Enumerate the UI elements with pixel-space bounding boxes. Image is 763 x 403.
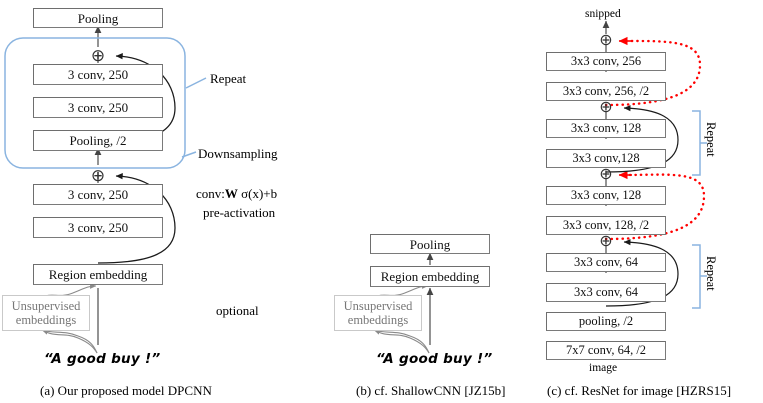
conv-formula-prefix: conv: [196,186,225,201]
label-a-pre-activation: pre-activation [203,205,276,220]
caption-panel-c: (c) cf. ResNet for image [HZRS15] [547,383,732,398]
block-a-conv-3[interactable]: 3 conv, 250 [33,97,163,118]
conv-formula-w: W [224,186,238,201]
block-c-conv-64-a[interactable]: 3x3 conv, 64 [546,253,666,272]
block-a-conv-4[interactable]: 3 conv, 250 [33,64,163,85]
block-a-pooling-top[interactable]: Pooling [33,8,163,28]
plus-node-c-2: ⊕ [599,99,613,116]
label-a-conv-formula: conv:W σ(x)+b [196,186,277,202]
block-c-conv-7x7[interactable]: 7x7 conv, 64, /2 [546,341,666,360]
plus-node-a-lower: ⊕ [90,165,106,185]
panel-b-input-sentence: “A good buy !” [376,351,493,367]
plus-node-c-3: ⊕ [599,166,613,183]
block-a-conv-1[interactable]: 3 conv, 250 [33,217,163,238]
block-a-region-embedding[interactable]: Region embedding [33,264,163,285]
conv-formula-rest: σ(x)+b [237,186,278,201]
label-c-repeat-lower: Repeat [704,256,718,291]
ghost-a-line2: embeddings [15,313,77,327]
ghost-box-a-unsupervised-embeddings[interactable]: Unsupervised embeddings [2,295,90,331]
label-a-optional: optional [216,303,259,318]
block-b-pooling[interactable]: Pooling [370,234,490,254]
ghost-box-b-unsupervised-embeddings[interactable]: Unsupervised embeddings [334,295,422,331]
label-c-image: image [589,362,618,374]
block-c-conv-256-a[interactable]: 3x3 conv, 256 [546,52,666,71]
label-a-downsampling: Downsampling [198,146,278,161]
block-a-conv-2[interactable]: 3 conv, 250 [33,184,163,205]
block-c-conv-64-b[interactable]: 3x3 conv, 64 [546,283,666,302]
block-c-pooling[interactable]: pooling, /2 [546,312,666,331]
plus-node-a-upper: ⊕ [90,45,106,65]
plus-node-c-4: ⊕ [599,233,613,250]
label-c-snipped: snipped [585,8,621,20]
plus-node-c-1: ⊕ [599,32,613,49]
block-c-conv-128-c[interactable]: 3x3 conv, 128 [546,186,666,205]
label-c-repeat-upper: Repeat [704,122,718,157]
caption-panel-a: (a) Our proposed model DPCNN [40,383,212,398]
ghost-a-line1: Unsupervised [11,299,81,313]
panel-a-input-sentence: “A good buy !” [44,351,161,367]
block-c-conv-128-a[interactable]: 3x3 conv, 128 [546,119,666,138]
ghost-b-line1: Unsupervised [343,299,413,313]
caption-panel-b: (b) cf. ShallowCNN [JZ15b] [356,383,506,398]
block-b-region-embedding[interactable]: Region embedding [370,266,490,287]
block-a-pooling-downsample[interactable]: Pooling, /2 [33,130,163,151]
ghost-b-line2: embeddings [347,313,409,327]
label-a-repeat: Repeat [210,71,247,86]
